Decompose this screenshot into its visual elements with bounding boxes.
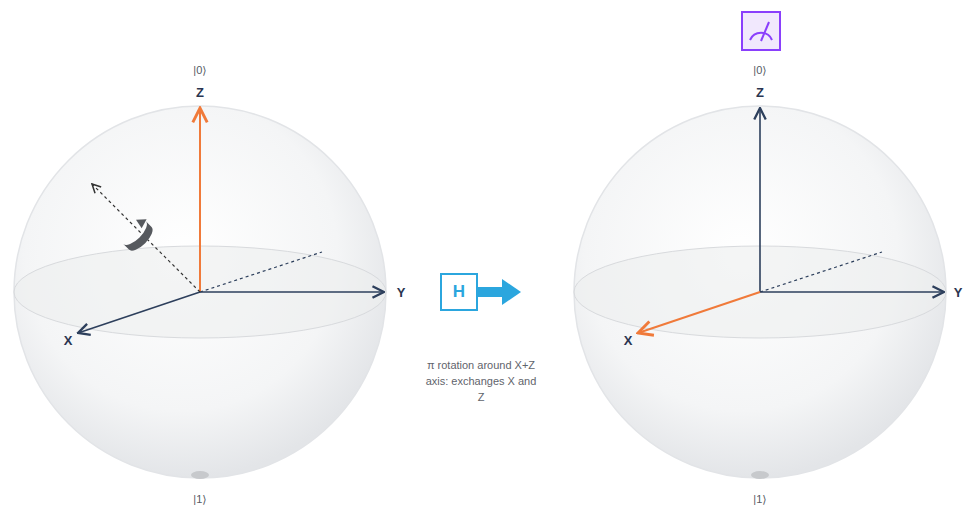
axis-label: Y (954, 285, 963, 300)
gate-label: H (453, 282, 465, 302)
axis-label: Z (196, 85, 204, 100)
axis-label: Y (397, 285, 406, 300)
axis-label: X (624, 333, 633, 348)
rotation-icon (118, 214, 158, 254)
gate-box: H (440, 273, 478, 311)
measurement-icon (742, 12, 780, 50)
ket-label: |1⟩ (193, 493, 206, 506)
ket-label: |0⟩ (753, 64, 766, 77)
ket-label: |1⟩ (753, 493, 766, 506)
right-bloch-sphere (574, 106, 946, 479)
ket-label: |0⟩ (193, 64, 206, 77)
axis-label: Z (756, 85, 764, 100)
left-bloch-sphere (14, 106, 386, 479)
gate-arrow (478, 279, 521, 305)
axis-label: X (64, 333, 73, 348)
gate-description: π rotation around X+Z axis: exchanges X … (421, 358, 541, 406)
